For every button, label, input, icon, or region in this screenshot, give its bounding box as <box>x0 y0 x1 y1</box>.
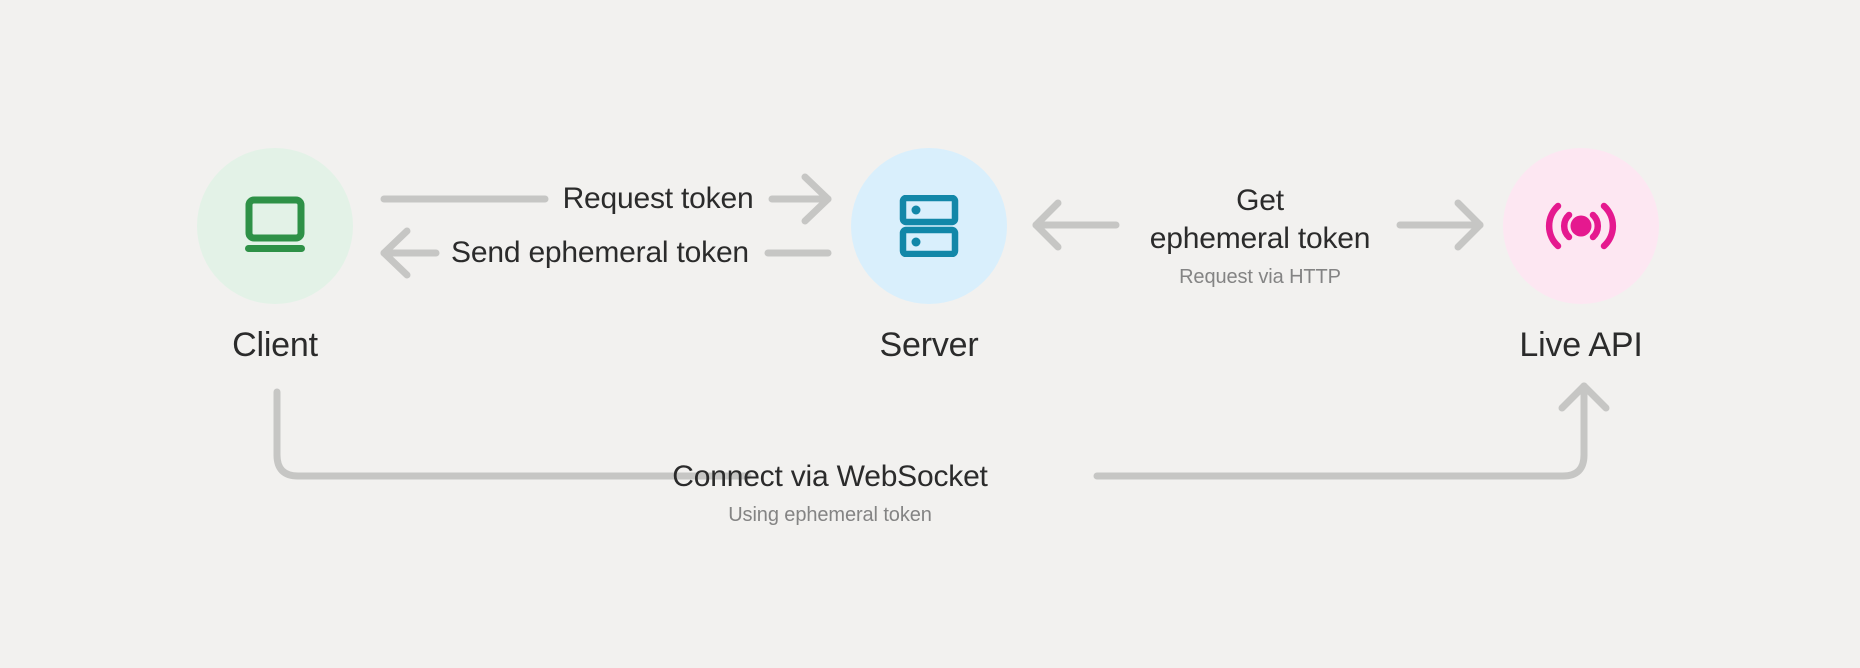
edge-label-get-ephemeral-token: Get ephemeral token Request via HTTP <box>1135 182 1385 290</box>
edge-label-request-token: Request token <box>553 180 763 218</box>
broadcast-icon <box>1545 202 1617 250</box>
edge-sublabel-using-ephemeral-token: Using ephemeral token <box>728 504 932 526</box>
arrowhead-right-icon <box>1454 199 1484 251</box>
arrowhead-left-icon <box>1032 199 1062 251</box>
node-client-label: Client <box>232 326 318 364</box>
node-client-circle <box>197 148 353 304</box>
edge-label-send-ephemeral-token: Send ephemeral token <box>440 234 760 272</box>
node-live-api[interactable]: Live API <box>1481 148 1681 364</box>
arrowhead-left-icon <box>380 227 411 279</box>
arrowhead-right-icon <box>801 173 832 225</box>
edge-label-send-ephemeral-token-text: Send ephemeral token <box>451 236 749 269</box>
server-icon <box>899 195 959 257</box>
laptop-icon <box>245 196 305 252</box>
node-server[interactable]: Server <box>829 148 1029 364</box>
edge-label-connect-websocket-text: Connect via WebSocket <box>672 460 988 493</box>
edge-label-get-ephemeral-token-line1: Get <box>1236 184 1284 217</box>
node-live-api-circle <box>1503 148 1659 304</box>
edge-sublabel-request-via-http: Request via HTTP <box>1179 266 1341 288</box>
edge-label-get-ephemeral-token-line2: ephemeral token <box>1149 222 1371 255</box>
edge-label-connect-websocket: Connect via WebSocket Using ephemeral to… <box>655 458 1005 528</box>
node-client[interactable]: Client <box>175 148 375 364</box>
arrowhead-up-icon <box>1558 382 1610 412</box>
node-live-api-label: Live API <box>1519 326 1643 364</box>
node-server-circle <box>851 148 1007 304</box>
node-server-label: Server <box>879 326 979 364</box>
edge-label-request-token-text: Request token <box>562 182 754 215</box>
